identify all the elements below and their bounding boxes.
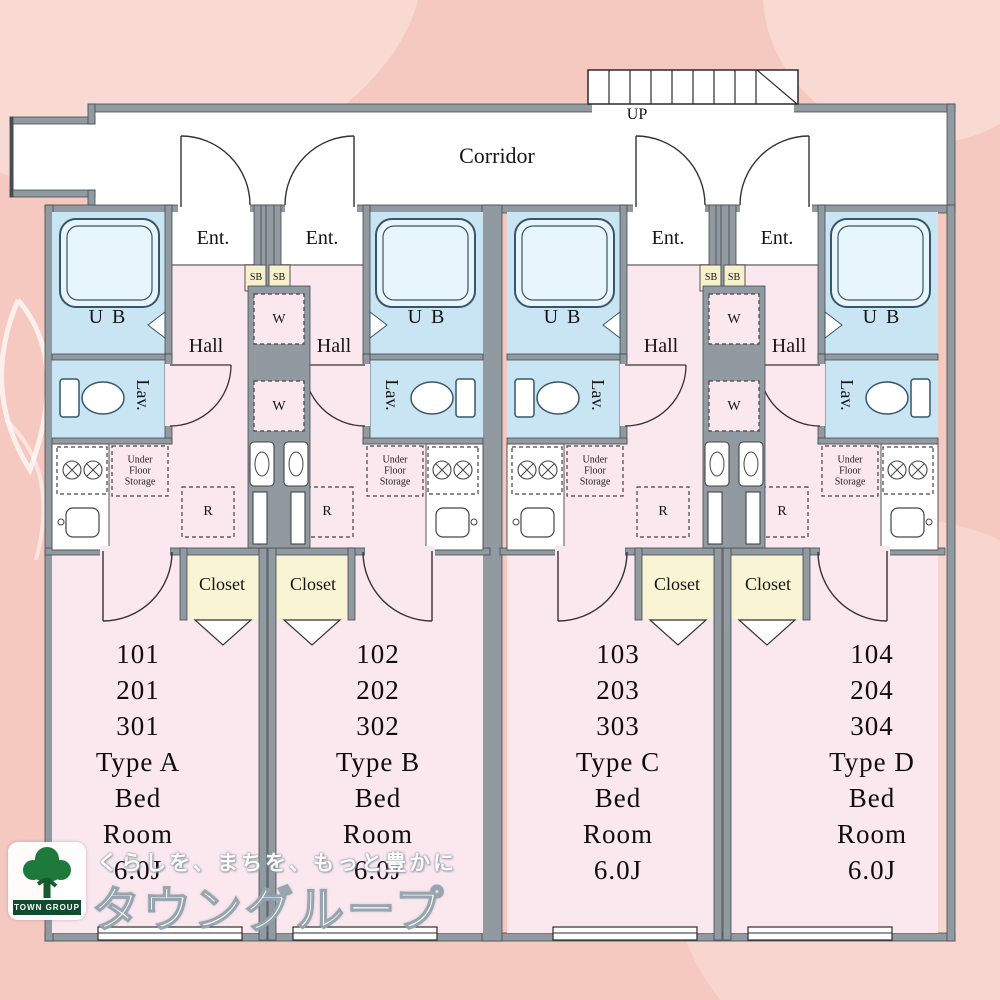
unit4-room-label: 104 204 304 Type D Bed Room 6.0J <box>829 636 915 888</box>
ufs-line: Floor <box>839 465 861 477</box>
unit2-type: Type B <box>335 747 421 777</box>
washer-label-unit2: W <box>272 399 286 414</box>
unit3-number-2f: 203 <box>596 675 640 705</box>
unit1-number-3f: 301 <box>116 711 160 741</box>
unit4-number-1f: 104 <box>850 639 894 669</box>
ufs-line: Floor <box>384 465 406 477</box>
unit3-number-3f: 303 <box>596 711 640 741</box>
closet-label-unit1: Closet <box>198 574 246 594</box>
unit3-room-word-1: Bed <box>594 783 642 813</box>
ent-label-unit2: Ent. <box>305 227 339 249</box>
unit2-number-1f: 102 <box>356 639 400 669</box>
lav-label-unit1: Lav. <box>133 379 153 411</box>
sb-label-unit3: SB <box>704 272 718 283</box>
unit1-number-2f: 201 <box>116 675 160 705</box>
unit3-type: Type C <box>575 747 661 777</box>
unit1-room-label: 101 201 301 Type A Bed Room 6.0J <box>96 636 180 888</box>
watermark-tagline: くらしを、まちを、もっと豊かに <box>97 852 457 875</box>
unit2-room-label: 102 202 302 Type B Bed Room 6.0J <box>336 636 420 888</box>
washer-label-unit4: W <box>727 399 741 414</box>
unit2-size: 6.0J <box>353 855 403 885</box>
unit3-room-word-2: Room <box>582 819 654 849</box>
sb-label-unit4: SB <box>727 272 741 283</box>
ufs-line: Under <box>837 454 863 466</box>
tree-icon <box>23 847 71 898</box>
town-group-logo: TOWN GROUP <box>8 842 86 920</box>
ufs-line: Storage <box>579 476 611 488</box>
unit3-size: 6.0J <box>593 855 643 885</box>
sb-label-unit1: SB <box>249 272 263 283</box>
watermark-brand: タウングループ <box>91 883 447 938</box>
closet-label-unit3: Closet <box>653 574 701 594</box>
hall-label-unit2: Hall <box>316 335 352 357</box>
unit1-number-1f: 101 <box>116 639 160 669</box>
corridor-stub-floor <box>14 124 95 190</box>
logo-text: TOWN GROUP <box>13 900 81 915</box>
ufs-label-unit2: Under Floor Storage <box>380 455 411 488</box>
unit4-number-2f: 204 <box>850 675 894 705</box>
hall-label-unit1: Hall <box>188 335 224 357</box>
washer-label-unit3: W <box>727 312 741 327</box>
fridge-label-unit2: R <box>322 504 332 519</box>
leaf-decoration <box>4 418 46 561</box>
ufs-line: Under <box>127 454 153 466</box>
fridge-label-unit1: R <box>203 504 213 519</box>
corridor-label: Corridor <box>459 143 535 168</box>
hall-label-unit4: Hall <box>771 335 807 357</box>
staircase <box>587 69 799 113</box>
unit4-room-word-1: Bed <box>848 783 896 813</box>
corridor-floor <box>95 112 948 205</box>
washer-label-unit1: W <box>272 312 286 327</box>
lav-label-unit3: Lav. <box>588 379 608 411</box>
unit2-number-3f: 302 <box>356 711 400 741</box>
unit1-size: 6.0J <box>113 855 163 885</box>
unit4-type: Type D <box>829 747 915 777</box>
unit1-type: Type A <box>95 747 181 777</box>
ufs-label-unit3: Under Floor Storage <box>580 455 611 488</box>
unit2-number-2f: 202 <box>356 675 400 705</box>
unit1-room-word-2: Room <box>102 819 174 849</box>
ufs-line: Floor <box>584 465 606 477</box>
unit4-size: 6.0J <box>847 855 897 885</box>
ent-label-unit1: Ent. <box>196 227 230 249</box>
ufs-line: Under <box>382 454 408 466</box>
ub-label-unit1: U B <box>88 306 128 328</box>
unit3-room-label: 103 203 303 Type C Bed Room 6.0J <box>576 636 660 888</box>
ub-label-unit2: U B <box>407 306 447 328</box>
ufs-line: Storage <box>124 476 156 488</box>
ent-label-unit3: Ent. <box>651 227 685 249</box>
unit2-room-word-1: Bed <box>354 783 402 813</box>
stairs-up-label: UP <box>626 106 648 123</box>
unit2-room-word-2: Room <box>342 819 414 849</box>
ufs-line: Storage <box>379 476 411 488</box>
closet-label-unit4: Closet <box>744 574 792 594</box>
unit1-room-word-1: Bed <box>114 783 162 813</box>
unit4-number-3f: 304 <box>850 711 894 741</box>
hall-label-unit3: Hall <box>643 335 679 357</box>
ub-label-unit3: U B <box>543 306 583 328</box>
fridge-label-unit4: R <box>777 504 787 519</box>
ent-label-unit4: Ent. <box>760 227 794 249</box>
ufs-label-unit1: Under Floor Storage <box>125 455 156 488</box>
closet-label-unit2: Closet <box>289 574 337 594</box>
building-walls <box>9 103 956 942</box>
ub-label-unit4: U B <box>862 306 902 328</box>
ufs-label-unit4: Under Floor Storage <box>835 455 866 488</box>
unit3-number-1f: 103 <box>596 639 640 669</box>
lav-label-unit2: Lav. <box>382 379 402 411</box>
ufs-line: Under <box>582 454 608 466</box>
ufs-line: Storage <box>834 476 866 488</box>
ufs-line: Floor <box>129 465 151 477</box>
sb-label-unit2: SB <box>272 272 286 283</box>
unit4-room-word-2: Room <box>836 819 907 849</box>
leaf-decoration <box>0 298 50 476</box>
lav-label-unit4: Lav. <box>837 379 857 411</box>
fridge-label-unit3: R <box>658 504 668 519</box>
